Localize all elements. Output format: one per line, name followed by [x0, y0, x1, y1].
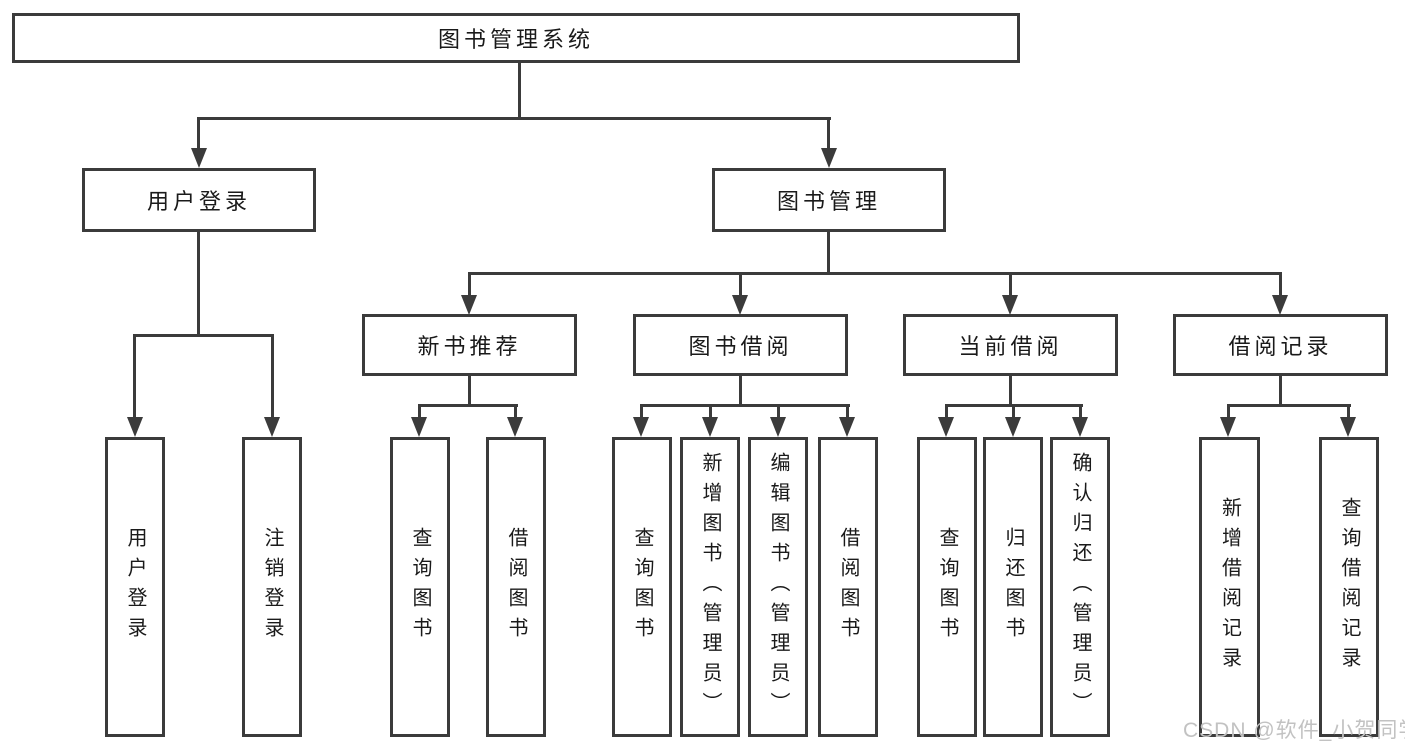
arrowhead-leaf — [264, 417, 280, 437]
connector-module-drop — [739, 272, 742, 298]
connector-book-mgmt-drop — [827, 117, 830, 152]
node-user-login: 用户登录 — [82, 168, 316, 232]
leaf-borrow-books-borrowing: 借阅图书 — [818, 437, 878, 737]
connector-recommend-stem — [468, 375, 471, 407]
leaf-query-books-borrowing: 查询图书 — [612, 437, 672, 737]
connector-leaf-drop — [777, 404, 780, 421]
connector-leaf-drop — [640, 404, 643, 421]
arrowhead-leaf — [770, 417, 786, 437]
connector-leaf-drop — [514, 404, 517, 421]
arrowhead-leaf — [702, 417, 718, 437]
connector-book-mgmt-bar — [468, 272, 1282, 275]
connector-leaf-drop — [133, 334, 136, 420]
connector-module-drop — [468, 272, 471, 298]
connector-leaf-drop — [846, 404, 849, 421]
leaf-borrow-books-recommend: 借阅图书 — [486, 437, 546, 737]
leaf-add-borrow-record: 新增借阅记录 — [1199, 437, 1260, 737]
leaf-confirm-return-admin: 确认归还（管理员） — [1050, 437, 1110, 737]
node-borrowing-records: 借阅记录 — [1173, 314, 1388, 376]
arrowhead-book-mgmt — [821, 148, 837, 168]
connector-root-stem — [518, 62, 521, 120]
connector-leaf-drop — [1227, 404, 1230, 421]
connector-current-stem — [1009, 375, 1012, 407]
connector-borrowing-stem — [739, 375, 742, 407]
connector-leaf-drop — [709, 404, 712, 421]
arrowhead-leaf — [633, 417, 649, 437]
connector-leaf-drop — [1079, 404, 1082, 421]
arrowhead-leaf — [127, 417, 143, 437]
leaf-user-login: 用户登录 — [105, 437, 165, 737]
connector-leaf-drop — [1012, 404, 1015, 421]
arrowhead-leaf — [1340, 417, 1356, 437]
arrowhead-leaf — [938, 417, 954, 437]
connector-records-stem — [1279, 375, 1282, 407]
arrowhead-leaf — [839, 417, 855, 437]
arrowhead-module — [1272, 295, 1288, 315]
node-book-borrowing: 图书借阅 — [633, 314, 848, 376]
leaf-return-book: 归还图书 — [983, 437, 1043, 737]
connector-user-login-drop — [197, 117, 200, 152]
connector-module-drop — [1279, 272, 1282, 298]
connector-user-login-bar — [133, 334, 274, 337]
arrowhead-leaf — [1072, 417, 1088, 437]
leaf-query-borrow-record: 查询借阅记录 — [1319, 437, 1379, 737]
connector-leaf-drop — [1347, 404, 1350, 421]
connector-module-drop — [1009, 272, 1012, 298]
connector-borrowing-bar — [640, 404, 850, 407]
connector-leaf-drop — [418, 404, 421, 421]
arrowhead-module — [732, 295, 748, 315]
csdn-watermark: CSDN @软件_小贺同学 — [1183, 719, 1405, 742]
node-library-management-system: 图书管理系统 — [12, 13, 1020, 63]
connector-leaf-drop — [271, 334, 274, 420]
leaf-query-books-recommend: 查询图书 — [390, 437, 450, 737]
leaf-edit-book-admin: 编辑图书（管理员） — [748, 437, 808, 737]
leaf-add-book-admin: 新增图书（管理员） — [680, 437, 740, 737]
connector-records-bar — [1227, 404, 1351, 407]
arrowhead-leaf — [507, 417, 523, 437]
arrowhead-leaf — [1005, 417, 1021, 437]
arrowhead-user-login — [191, 148, 207, 168]
connector-recommend-bar — [418, 404, 518, 407]
node-current-borrowing: 当前借阅 — [903, 314, 1118, 376]
arrowhead-module — [1002, 295, 1018, 315]
connector-book-mgmt-stem — [827, 231, 830, 275]
node-new-book-recommend: 新书推荐 — [362, 314, 577, 376]
arrowhead-leaf — [1220, 417, 1236, 437]
node-book-management: 图书管理 — [712, 168, 946, 232]
connector-leaf-drop — [945, 404, 948, 421]
leaf-logout: 注销登录 — [242, 437, 302, 737]
leaf-query-books-current: 查询图书 — [917, 437, 977, 737]
connector-user-login-stem — [197, 231, 200, 337]
arrowhead-leaf — [411, 417, 427, 437]
connector-root-bar — [197, 117, 831, 120]
arrowhead-module — [461, 295, 477, 315]
